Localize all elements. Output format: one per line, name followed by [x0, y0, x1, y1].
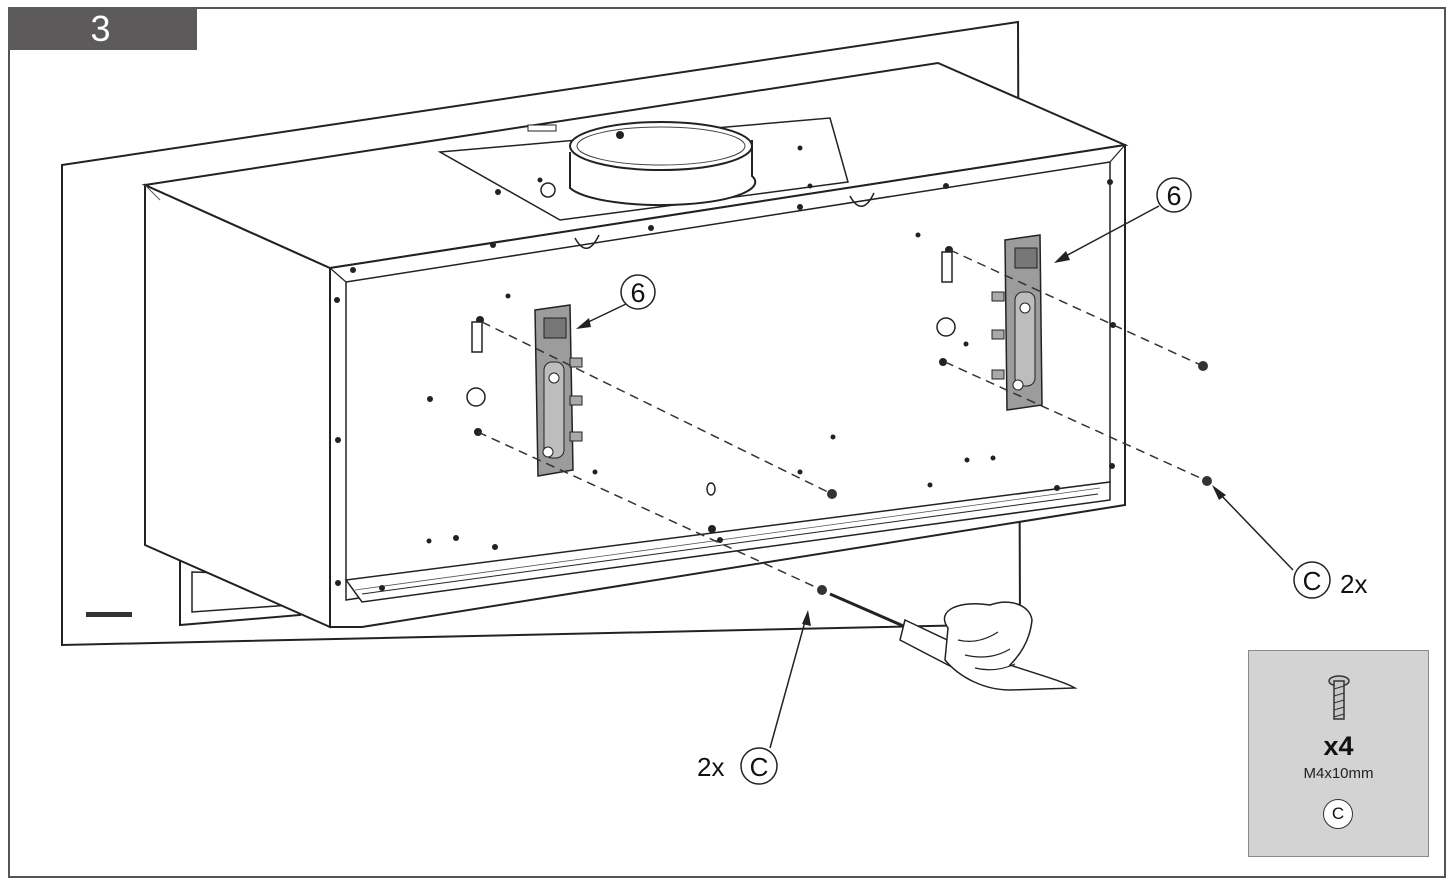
callout-qty-screw-bottom: 2x [697, 752, 724, 782]
illustration-frame [8, 7, 1446, 878]
callout-circle-bracket-left [620, 274, 656, 310]
callout-label-bracket-left: 6 [630, 278, 645, 308]
top-edge-notch [849, 192, 875, 207]
mounting-slot [941, 251, 953, 283]
screw-icon [1328, 675, 1350, 720]
mounting-bracket-left [534, 304, 583, 477]
callout-letter-screw-right: C [1303, 566, 1322, 596]
parts-legend-box: x4 M4x10mm C [1248, 650, 1429, 857]
top-edge-notch [574, 234, 600, 249]
callout-qty-screw-right: 2x [1340, 569, 1367, 599]
callout-circle-bracket-right [1156, 177, 1192, 213]
screw-alignment-lines [477, 249, 1208, 591]
mounting-hole [466, 387, 486, 407]
callout-circle-screw-bottom [740, 747, 778, 785]
callout-circle-screw-right [1293, 561, 1331, 599]
callout-label-bracket-right: 6 [1166, 181, 1181, 211]
parts-letter: C [1331, 804, 1345, 823]
parts-count: x4 [1323, 731, 1354, 761]
parts-letter-circle: C [1323, 799, 1353, 829]
mounting-hole [936, 317, 956, 337]
wall-plate-logo [86, 612, 132, 617]
step-number: 3 [90, 8, 111, 49]
mounting-slot [471, 321, 483, 353]
screw-c [817, 361, 1212, 595]
exhaust-duct-collar [569, 121, 757, 207]
callout-letter-screw-bottom: C [750, 752, 769, 782]
front-bottom-rail [344, 481, 1111, 603]
fastener-dots [334, 145, 1116, 591]
mounting-bracket-right [991, 234, 1043, 411]
parts-size: M4x10mm [1303, 765, 1374, 782]
step-number-tab: 3 [8, 7, 197, 50]
screwdriver-illustration [829, 592, 1078, 691]
